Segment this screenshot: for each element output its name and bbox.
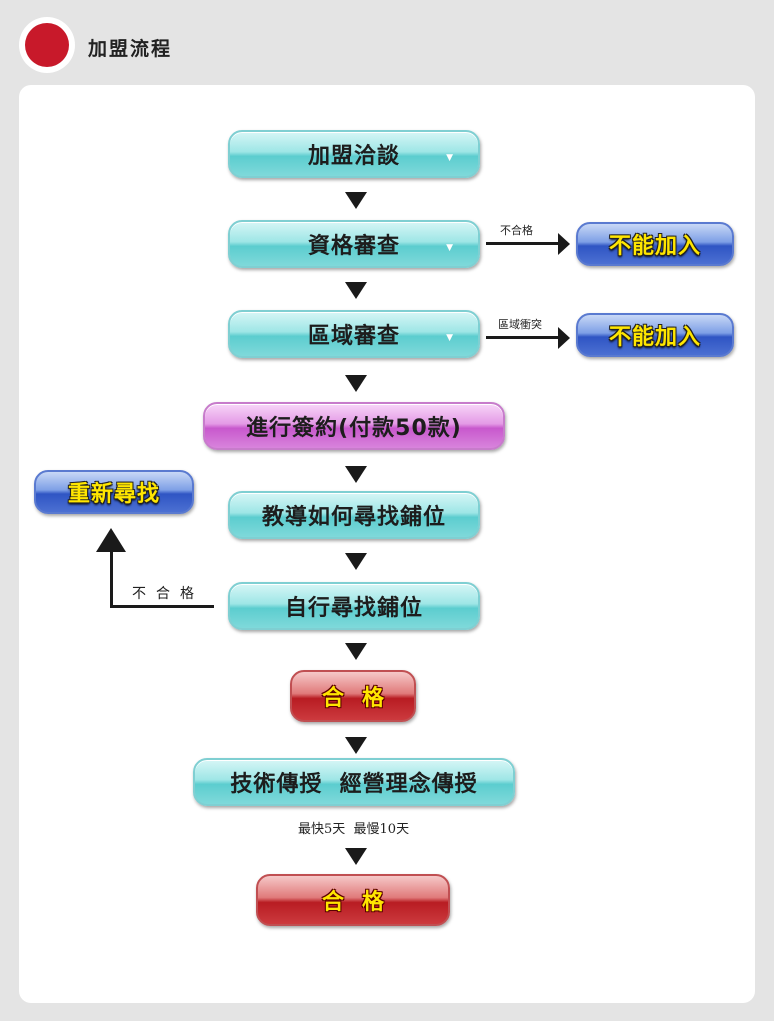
flow-arrow-down-icon: [345, 282, 367, 299]
step-teach-find-shop-label: 教導如何尋找鋪位: [261, 505, 446, 530]
red-dot-icon: [25, 23, 69, 67]
flow-arrow-right-icon: [558, 233, 570, 255]
page-title: 加盟流程: [88, 38, 173, 60]
flow-arrow-right-icon: [558, 327, 570, 349]
flow-arrow-down-icon: [345, 375, 367, 392]
step-consult-button[interactable]: 加盟洽談 ▼: [228, 130, 480, 178]
cannot-join-button-2[interactable]: 不能加入: [576, 313, 734, 357]
unqualified-label: 不合格: [500, 224, 533, 237]
step-consult-label: 加盟洽談: [307, 144, 400, 169]
search-again-button[interactable]: 重新尋找: [34, 470, 194, 514]
step-region-review-label: 區域審查: [307, 324, 400, 349]
region-conflict-label: 區域衝突: [498, 318, 542, 331]
flow-arrow-down-icon: [345, 466, 367, 483]
cannot-join-button-1[interactable]: 不能加入: [576, 222, 734, 266]
branch-line: [486, 242, 558, 245]
step-region-review-button[interactable]: 區域審查 ▼: [228, 310, 480, 358]
step-sign-contract-label: 進行簽約(付款50款): [246, 416, 462, 441]
step-qualification-review-button[interactable]: 資格審查 ▼: [228, 220, 480, 268]
pass-button-2[interactable]: 合格: [256, 874, 450, 926]
search-again-label: 重新尋找: [67, 482, 160, 507]
flow-arrow-down-icon: [345, 737, 367, 754]
cannot-join-label-1: 不能加入: [608, 234, 701, 259]
header-badge: [19, 17, 75, 73]
branch-line: [110, 605, 214, 608]
duration-note: 最快5天 最慢10天: [298, 822, 410, 837]
step-sign-contract-button[interactable]: 進行簽約(付款50款): [203, 402, 505, 450]
branch-line: [110, 550, 113, 608]
flow-arrow-down-icon: [345, 643, 367, 660]
pass-label-2: 合格: [321, 890, 402, 915]
step-teach-find-shop-button[interactable]: 教導如何尋找鋪位: [228, 491, 480, 539]
chevron-down-icon: ▼: [446, 153, 454, 163]
pass-button-1[interactable]: 合格: [290, 670, 416, 722]
flow-arrow-down-icon: [345, 553, 367, 570]
chevron-down-icon: ▼: [446, 243, 454, 253]
cannot-join-label-2: 不能加入: [608, 325, 701, 350]
flow-arrow-up-icon: [96, 528, 126, 552]
branch-line: [486, 336, 558, 339]
step-self-find-shop-button[interactable]: 自行尋找鋪位: [228, 582, 480, 630]
shop-unqualified-label: 不合格: [132, 586, 204, 602]
chevron-down-icon: ▼: [446, 333, 454, 343]
flow-arrow-down-icon: [345, 848, 367, 865]
step-training-button[interactable]: 技術傳授 經營理念傳授: [193, 758, 515, 806]
flow-arrow-down-icon: [345, 192, 367, 209]
step-training-label: 技術傳授 經營理念傳授: [230, 772, 478, 797]
step-self-find-shop-label: 自行尋找鋪位: [284, 596, 423, 621]
step-qualification-review-label: 資格審查: [307, 234, 400, 259]
pass-label-1: 合格: [321, 686, 402, 711]
